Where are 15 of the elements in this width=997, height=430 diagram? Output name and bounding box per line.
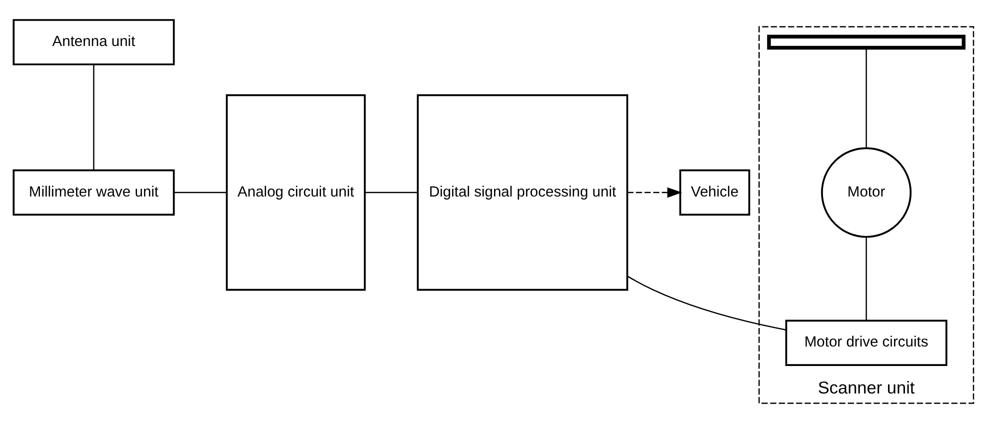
connector: [626, 276, 786, 330]
node-box: Analog circuit unit: [226, 94, 366, 291]
connector: [93, 64, 94, 170]
node-box: Millimeter wave unit: [12, 169, 175, 216]
node-circle: Motor: [821, 147, 912, 238]
connector: [866, 236, 867, 320]
node-box: Digital signal processing unit: [416, 94, 628, 291]
connector: [364, 192, 418, 194]
node-box: Antenna unit: [12, 19, 175, 66]
arrow: [627, 187, 682, 198]
connector: [174, 192, 227, 194]
node-box: Vehicle: [679, 169, 750, 216]
node-box: Motor drive circuits: [785, 320, 948, 366]
node-bar: [767, 34, 966, 50]
connector: [866, 48, 867, 148]
